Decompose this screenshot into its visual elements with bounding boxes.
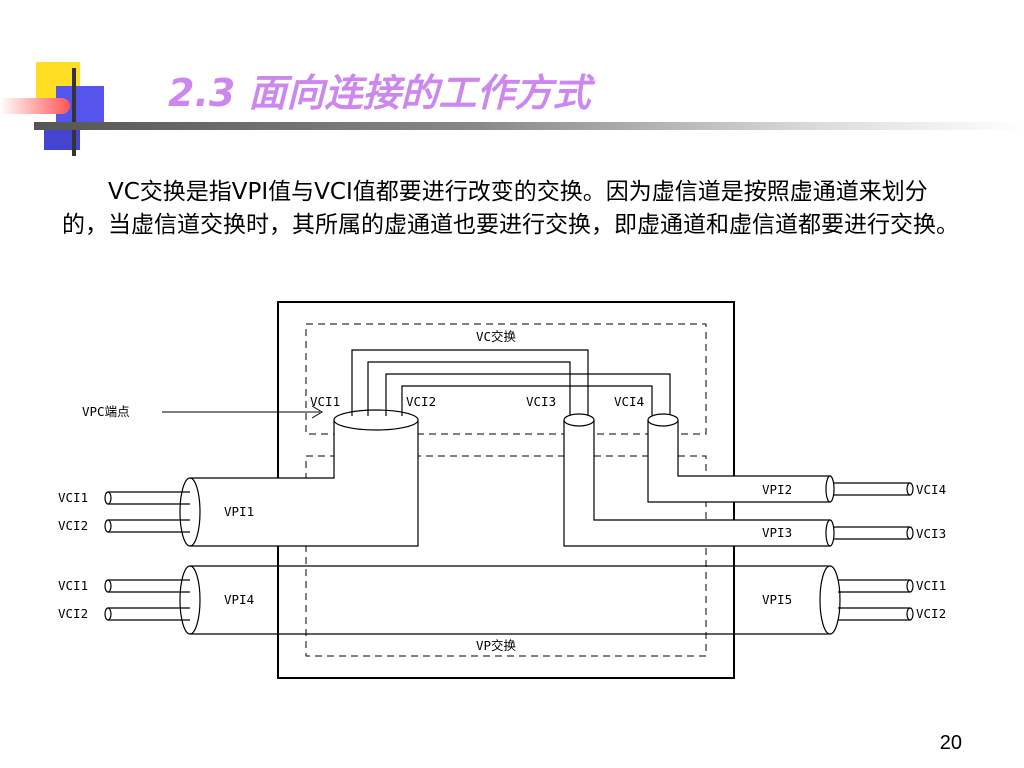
vpi2-label: VPI2	[762, 482, 792, 497]
left-vci-stubs	[104, 491, 190, 621]
body-text: VC交换是指VPI值与VCI值都要进行改变的交换。因为虚信道是按照虚通道来划分的…	[62, 179, 959, 238]
vp-switch-label: VP交换	[476, 638, 517, 653]
right-vci-label: VCI1	[916, 578, 946, 593]
vpi4-label: VPI4	[224, 592, 254, 607]
body-paragraph: VC交换是指VPI值与VCI值都要进行改变的交换。因为虚信道是按照虚通道来划分的…	[62, 176, 962, 242]
vpi5-label: VPI5	[762, 592, 792, 607]
vpi1-label: VPI1	[224, 504, 254, 519]
right-vci-label: VCI3	[916, 526, 946, 541]
right-vci-label: VCI4	[916, 482, 946, 497]
inner-vci4-label: VCI4	[614, 394, 644, 409]
title-rule	[34, 122, 1024, 130]
right-vci-label: VCI2	[916, 606, 946, 621]
left-vci-label: VCI2	[58, 518, 88, 533]
vpc-endpoint	[333, 409, 419, 431]
vpi3-label: VPI3	[762, 525, 792, 540]
vc-switch-region	[305, 323, 707, 435]
left-vci-label: VCI1	[58, 578, 88, 593]
right-vci-stubs	[834, 482, 914, 621]
vpc-endpoint-label: VPC端点	[82, 404, 130, 419]
inner-vci1-label: VCI1	[310, 394, 340, 409]
left-vci-label: VCI1	[58, 490, 88, 505]
vc-switch-label: VC交换	[476, 329, 517, 344]
inner-vci2-label: VCI2	[406, 394, 436, 409]
header-decoration	[0, 0, 140, 160]
vpi2-tube	[647, 420, 831, 503]
left-vci-label: VCI2	[58, 606, 88, 621]
vpi1-tube	[190, 419, 419, 547]
inner-vci3-label: VCI3	[526, 394, 556, 409]
slide-title: 2.3 面向连接的工作方式	[168, 71, 591, 115]
vp-tube	[190, 565, 830, 635]
page-number: 20	[939, 732, 962, 754]
